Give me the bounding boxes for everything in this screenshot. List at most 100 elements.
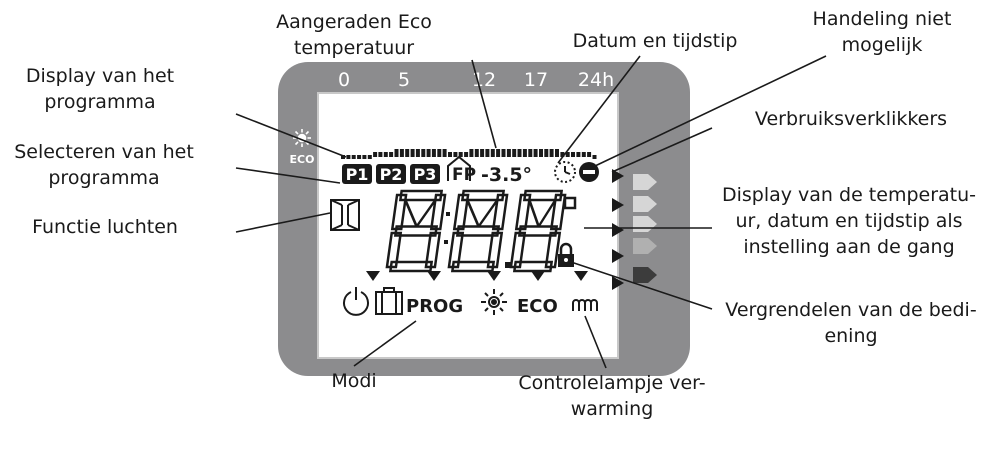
sun-mode-icon — [481, 289, 507, 315]
scale-tick-label: 17 — [524, 69, 548, 91]
program-bar-segment — [555, 149, 559, 157]
program-label: P3 — [414, 165, 437, 184]
leader-functie-luchten — [235, 212, 331, 233]
program-bar-segment — [389, 152, 394, 157]
digit-diagonal — [537, 199, 557, 228]
program-bar-segment — [549, 149, 554, 157]
program-bar-segment — [533, 149, 538, 157]
program-bar-segment — [405, 149, 410, 157]
program-bar-segment — [458, 152, 463, 157]
program-bar-segment — [464, 152, 469, 157]
program-bar-segment — [351, 155, 356, 159]
program-bar-segment — [501, 149, 506, 157]
suitcase-icon — [375, 287, 403, 315]
program-bar-segment — [581, 152, 586, 157]
program-bar-segment — [496, 149, 501, 157]
side-eco-text: ECO — [290, 153, 315, 166]
digit-diagonal — [466, 199, 480, 228]
leader-display-programma — [235, 113, 347, 158]
label-verbruik: Verbruiksverklikkers — [740, 106, 962, 132]
label-vergrendelen: Vergrendelen van de bedi- ening — [718, 297, 984, 349]
program-bar-segment — [362, 155, 367, 159]
seven-segment-digit — [447, 189, 509, 273]
digit-diagonal — [404, 199, 418, 228]
label-line: Datum en tijdstip — [572, 30, 738, 52]
label-line: programma — [48, 167, 160, 189]
label-line: Aangeraden Eco — [276, 11, 432, 33]
leader-modi — [353, 320, 417, 367]
scale-tick-label: 5 — [398, 69, 410, 91]
program-bar-segment — [448, 152, 452, 157]
label-line: instelling aan de gang — [743, 236, 955, 258]
program-bar-segment — [378, 152, 383, 157]
power-icon — [343, 287, 369, 316]
label-line: Controlelampje ver- — [518, 372, 706, 394]
digit-segment — [509, 231, 527, 269]
digit-segment — [514, 193, 532, 231]
side-sun-icon — [293, 129, 311, 147]
seven-segment-digit — [385, 189, 447, 273]
program-box-p1 — [342, 164, 372, 184]
digit-segment — [429, 193, 447, 231]
leader-handeling — [594, 55, 827, 167]
program-bar-segment — [346, 155, 351, 159]
program-bar-segment — [490, 149, 495, 157]
program-bar-segment — [426, 149, 431, 157]
program-box-p3 — [410, 164, 440, 184]
digit-segment — [385, 231, 403, 269]
window-airing-icon — [330, 199, 360, 231]
program-bar-segment — [437, 149, 442, 157]
program-bar-segment — [544, 149, 549, 157]
leader-controlelampje — [584, 315, 607, 369]
lock-icon — [558, 242, 574, 267]
label-handeling: Handeling niet mogelijk — [802, 6, 962, 58]
program-bar-segment — [469, 149, 474, 157]
program-bar-segment — [383, 152, 388, 157]
label-display-programma: Display van het programma — [2, 63, 198, 115]
lcd-arrow — [612, 223, 624, 237]
prog-mode-text: PROG — [406, 296, 463, 317]
program-label: P2 — [380, 165, 403, 184]
label-display-temperatuur: Display van de temperatu- ur, datum en t… — [712, 182, 986, 260]
eco-mode-text: ECO — [517, 296, 558, 317]
digit-diagonal — [528, 199, 540, 228]
scale-tick-label: 24h — [578, 69, 614, 91]
program-bar-segment — [341, 155, 345, 159]
mode-pointer-triangle — [574, 271, 588, 281]
program-label: P1 — [346, 165, 369, 184]
leader-aangeraden-eco — [471, 59, 497, 149]
digit-segment — [447, 231, 465, 269]
digit-diagonal — [477, 199, 499, 228]
label-line: temperatuur — [293, 37, 415, 59]
digit-segment — [424, 231, 442, 269]
consumption-indicator — [633, 267, 657, 283]
program-bar-segment — [592, 155, 597, 159]
digit-segment — [549, 193, 567, 231]
digit-segment — [544, 231, 562, 269]
leader-datum-tijdstip — [557, 55, 641, 164]
label-line: Functie luchten — [32, 216, 178, 238]
label-line: Handeling niet — [812, 8, 952, 30]
leader-vergrendelen — [570, 261, 713, 310]
program-bar-segment — [431, 149, 436, 157]
program-bar-segment — [517, 149, 522, 157]
label-line: Selecteren van het — [14, 141, 194, 163]
label-line: Modi — [331, 370, 377, 392]
fp-house-icon — [447, 155, 471, 181]
lcd-arrow — [612, 276, 624, 290]
consumption-indicator — [633, 238, 657, 254]
program-bar-segment — [571, 152, 575, 157]
label-selecteren-programma: Selecteren van het programma — [0, 139, 208, 191]
lcd-arrow — [612, 249, 624, 263]
label-functie-luchten: Functie luchten — [10, 214, 200, 240]
program-bar-segment — [373, 152, 378, 157]
program-bar-segment — [485, 149, 490, 157]
digit-segment — [491, 193, 509, 231]
mode-pointer-triangle — [427, 271, 441, 281]
program-bar-segment — [576, 152, 581, 157]
label-line: programma — [44, 91, 156, 113]
leader-lines — [235, 55, 827, 369]
label-line: Display van het — [25, 65, 175, 87]
heating-coil-icon — [572, 299, 598, 311]
